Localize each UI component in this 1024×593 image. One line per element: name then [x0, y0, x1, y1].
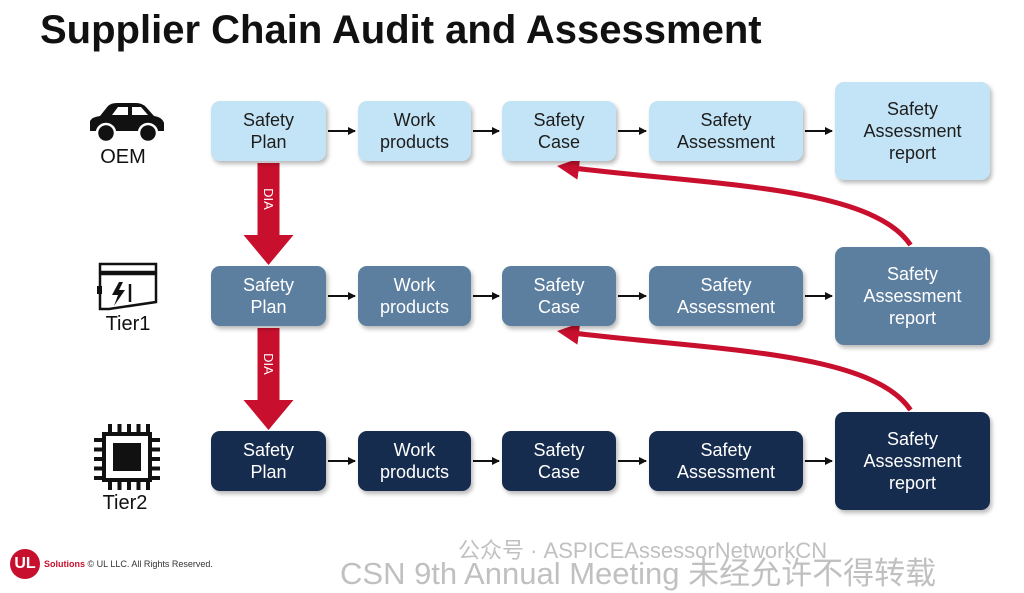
- page-title: Supplier Chain Audit and Assessment: [40, 8, 762, 52]
- oem-work-products-box: Work products: [358, 101, 471, 161]
- oem-safety-assessment-box: Safety Assessment: [649, 101, 803, 161]
- tier1-work-products-box: Work products: [358, 266, 471, 326]
- tier1-safety-assessment-box: Safety Assessment: [649, 266, 803, 326]
- level-label-tier2: Tier2: [102, 492, 148, 514]
- tier2-work-products-box: Work products: [358, 431, 471, 491]
- feedback-arrow: [557, 157, 913, 247]
- tier2-safety-plan-box: Safety Plan: [211, 431, 326, 491]
- level-label-tier1: Tier1: [105, 313, 151, 335]
- dia-label: DIA: [261, 188, 276, 210]
- oem-safety-assessment-report-box: Safety Assessment report: [835, 82, 990, 180]
- chip-icon: [94, 424, 160, 495]
- tier1-safety-assessment-report-box: Safety Assessment report: [835, 247, 990, 345]
- brand-name: Solutions: [44, 559, 85, 569]
- tier1-safety-case-box: Safety Case: [502, 266, 616, 326]
- ul-logo: UL: [10, 549, 40, 579]
- car-icon: [86, 101, 166, 150]
- watermark-text: CSN 9th Annual Meeting 未经允许不得转载: [340, 556, 937, 591]
- battery-module-icon: [97, 262, 159, 317]
- level-label-oem: OEM: [100, 146, 146, 168]
- tier1-safety-plan-box: Safety Plan: [211, 266, 326, 326]
- feedback-arrow: [557, 322, 913, 412]
- oem-safety-plan-box: Safety Plan: [211, 101, 326, 161]
- tier2-safety-assessment-box: Safety Assessment: [649, 431, 803, 491]
- tier2-safety-assessment-report-box: Safety Assessment report: [835, 412, 990, 510]
- tier2-safety-case-box: Safety Case: [502, 431, 616, 491]
- watermark-account: 公众号 · ASPICEAssessorNetworkCN: [458, 538, 828, 563]
- footer: UL Solutions © UL LLC. All Rights Reserv…: [10, 548, 213, 580]
- dia-label: DIA: [261, 353, 276, 375]
- dia-arrow: [243, 328, 294, 430]
- copyright-text: © UL LLC. All Rights Reserved.: [87, 559, 213, 569]
- dia-arrow: [243, 163, 294, 265]
- oem-safety-case-box: Safety Case: [502, 101, 616, 161]
